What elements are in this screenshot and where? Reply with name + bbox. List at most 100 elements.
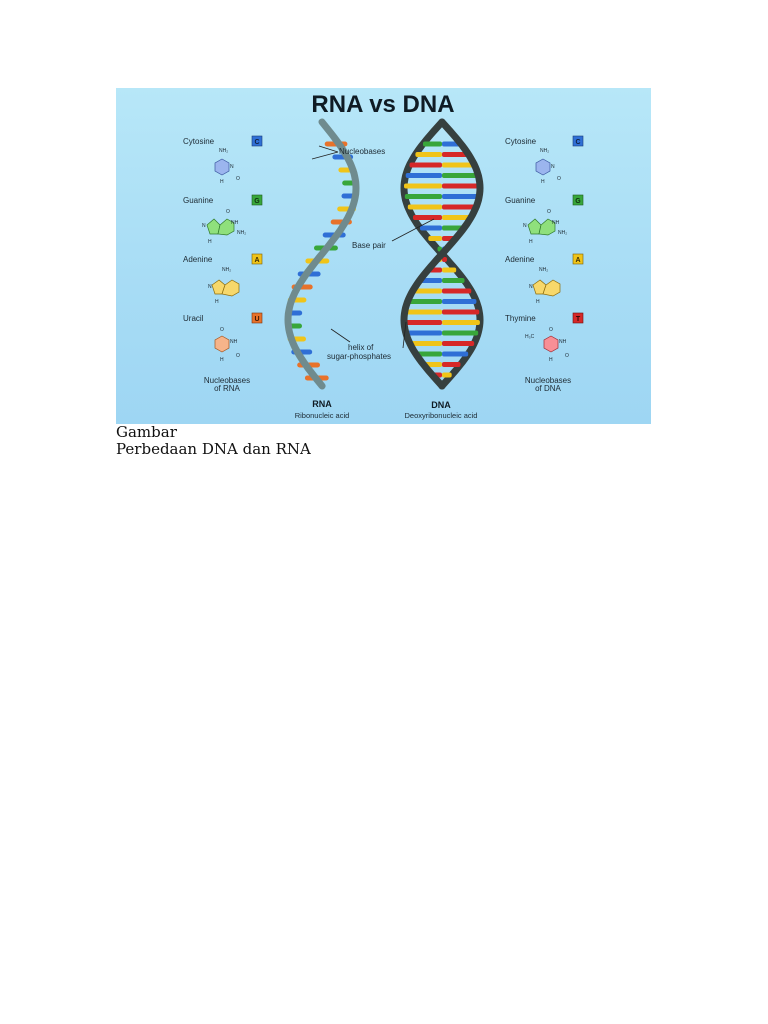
adenine-ring-icon — [211, 279, 226, 295]
helix-label-line2: sugar-phosphates — [327, 352, 391, 361]
rna-helix — [284, 118, 360, 390]
helix-label-line1: helix of — [348, 343, 374, 352]
chem-o: O — [557, 176, 561, 182]
guanine-ring-icon — [206, 218, 221, 235]
left-base-letter: G — [254, 198, 260, 205]
right-base-badge — [572, 312, 584, 324]
adenine-ring-icon-2 — [542, 279, 561, 297]
dna-base-pair-segment — [404, 309, 442, 315]
dna-base-pair-segment — [442, 267, 457, 273]
cytosine-ring-icon — [535, 158, 551, 176]
left-base-badge — [251, 135, 263, 147]
dna-base-pair-segment — [442, 309, 480, 315]
dna-base-pair-segment — [409, 341, 442, 346]
left-base-badge — [251, 253, 263, 265]
chem-h3c: H₃C — [525, 334, 535, 340]
dna-base-pair-segment — [412, 288, 442, 294]
right-nucleobase-panel: Cytosine C NH₂ N O H Guanine G O NH NH₂ … — [505, 135, 584, 393]
dna-base-pair-segment — [442, 173, 479, 178]
dna-base-pair-segment — [404, 320, 442, 325]
dna-base-pair-segment — [407, 299, 442, 304]
right-footer-line2: of DNA — [535, 384, 561, 393]
chem-n: N — [523, 223, 527, 229]
left-base-name: Uracil — [183, 314, 204, 323]
chem-o: O — [565, 353, 569, 359]
nucleobases-annotation: Nucleobases — [311, 145, 385, 160]
dna-base-pair-segment — [442, 183, 480, 189]
dna-base-pair-segment — [442, 288, 472, 294]
rna-vs-dna-figure: RNA vs DNA Nucleobases Base pair helix o… — [116, 88, 651, 424]
dna-backbone-front — [400, 118, 484, 390]
chem-nh: NH — [552, 220, 560, 226]
dna-sub-label: Deoxyribonucleic acid — [405, 411, 478, 420]
chem-nh: NH — [559, 339, 567, 345]
caption-title: Perbedaan DNA dan RNA — [116, 440, 311, 458]
dna-base-pair-segment — [442, 257, 447, 262]
dna-base-pair-segment — [413, 215, 442, 220]
dna-base-pair-segment — [442, 225, 464, 231]
chem-o: O — [236, 353, 240, 359]
dna-base-pair-segment — [442, 278, 465, 283]
chem-h: H — [220, 357, 224, 363]
helix-annotation: helix of sugar-phosphates — [327, 321, 407, 361]
dna-base-pair-segment — [442, 351, 469, 357]
chem-h: H — [541, 179, 545, 185]
thymine-ring-icon — [543, 335, 559, 353]
dna-base-pair-segment — [442, 330, 479, 336]
chem-h: H — [529, 239, 533, 245]
chem-o: O — [547, 209, 551, 215]
dna-base-pair-segment — [419, 278, 442, 283]
dna-base-pair-segment — [442, 204, 477, 210]
dna-base-pair-segment — [442, 299, 477, 304]
uracil-ring-icon — [214, 335, 230, 353]
right-base-badge — [572, 194, 584, 206]
dna-label: DNA — [431, 400, 451, 410]
dna-base-pair-segment — [423, 141, 442, 147]
chem-h: H — [215, 299, 219, 305]
adenine-ring-icon-2 — [221, 279, 240, 297]
dna-base-pair-segment — [420, 225, 442, 231]
chem-nh: NH — [231, 220, 239, 226]
left-base-badge — [251, 194, 263, 206]
dna-base-pair-segment — [405, 330, 442, 336]
figure-title: RNA vs DNA — [311, 91, 454, 118]
chem-nh2: NH₂ — [540, 148, 549, 154]
guanine-ring-icon-2 — [217, 218, 235, 236]
left-footer-line2: of RNA — [214, 384, 240, 393]
dna-base-pair-segment — [442, 320, 480, 325]
dna-base-pair-segment — [442, 162, 475, 168]
dna-base-pair-segment — [442, 194, 480, 199]
right-base-letter: G — [575, 198, 581, 205]
dna-base-pair-segment — [405, 173, 442, 178]
dna-base-pair-segment — [442, 362, 461, 367]
base-pair-annotation: Base pair — [352, 218, 435, 250]
rna-sub-label: Ribonucleic acid — [295, 411, 350, 420]
chem-nh2: NH₂ — [237, 230, 246, 236]
chem-o: O — [549, 327, 553, 333]
right-base-badge — [572, 253, 584, 265]
dna-helix — [400, 118, 484, 390]
guanine-ring-icon-2 — [538, 218, 556, 236]
dna-base-pair-segment — [442, 215, 471, 220]
dna-base-pair-segment — [404, 183, 442, 189]
chem-h: H — [536, 299, 540, 305]
right-base-name: Guanine — [505, 196, 536, 205]
dna-base-pair-segment — [409, 162, 442, 168]
chem-o: O — [226, 209, 230, 215]
left-nucleobase-panel: Cytosine C NH₂ N O H Guanine G O NH NH₂ … — [183, 135, 263, 393]
left-base-letter: A — [254, 257, 259, 264]
chem-nh2: NH₂ — [219, 148, 228, 154]
caption-label: Gambar — [116, 423, 177, 441]
left-base-name: Adenine — [183, 255, 213, 264]
right-base-name: Thymine — [505, 314, 536, 323]
right-base-badge — [572, 135, 584, 147]
chem-nh2: NH₂ — [558, 230, 567, 236]
dna-base-pair-segment — [415, 351, 442, 357]
nucleobases-label: Nucleobases — [339, 147, 385, 156]
base-pair-label: Base pair — [352, 241, 386, 250]
dna-base-pair-segment — [442, 341, 475, 346]
figure-svg: RNA vs DNA Nucleobases Base pair helix o… — [183, 91, 584, 420]
chem-h: H — [220, 179, 224, 185]
rna-label: RNA — [312, 399, 332, 409]
right-footer-line1: Nucleobases — [525, 376, 571, 385]
